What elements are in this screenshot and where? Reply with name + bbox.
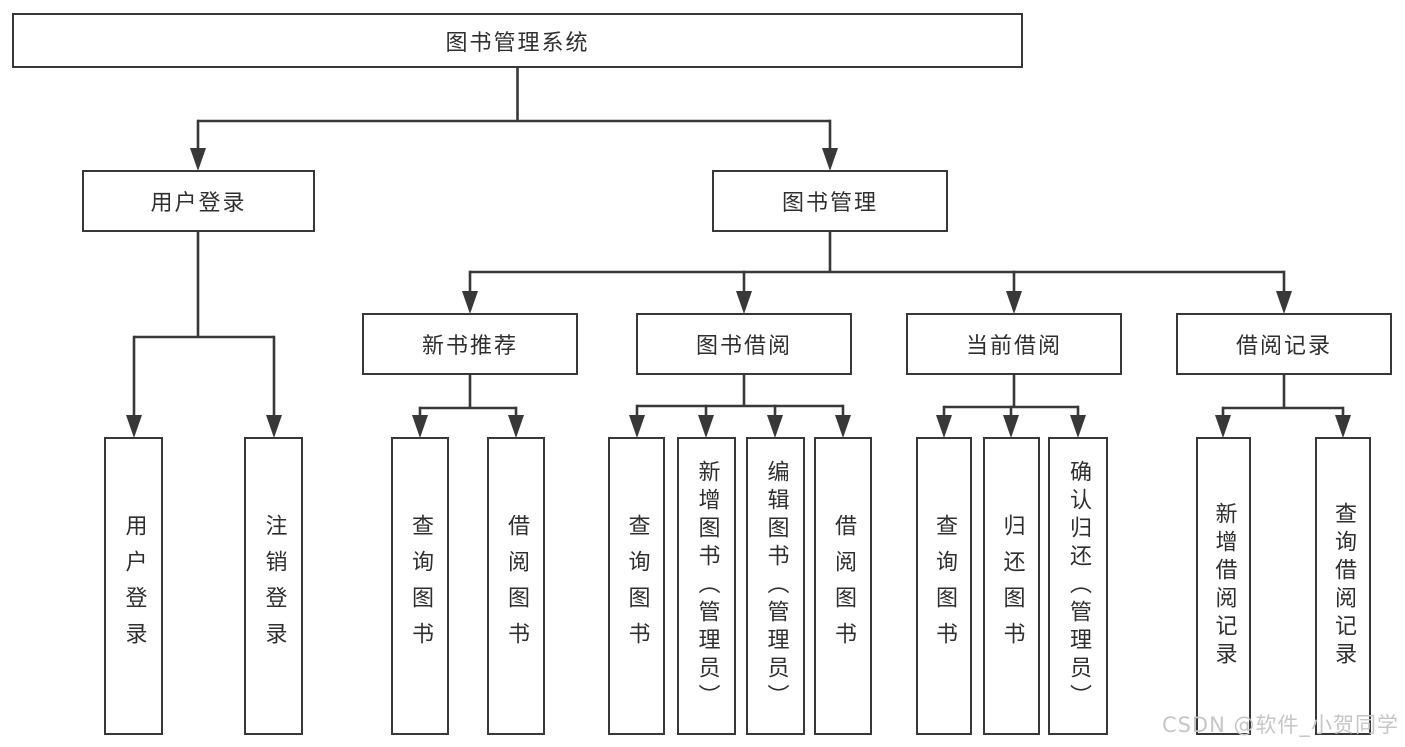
leaf-label: 编辑图书（管理员） bbox=[763, 460, 789, 712]
connector-new-book-to-leaves bbox=[412, 375, 524, 438]
connector-current-borrow-to-leaves bbox=[936, 375, 1086, 438]
arrowhead-icon bbox=[629, 415, 645, 438]
leaf-return-book: 归还图书 bbox=[983, 437, 1040, 735]
connector-root-to-level2 bbox=[190, 68, 838, 171]
arrowhead-icon bbox=[822, 148, 838, 171]
arrowhead-icon bbox=[736, 291, 752, 314]
leaf-label: 查询图书 bbox=[932, 514, 957, 658]
leaf-label: 查询图书 bbox=[624, 514, 650, 658]
connector-user-login-to-leaves bbox=[126, 232, 282, 438]
node-root-system: 图书管理系统 bbox=[12, 13, 1023, 68]
arrowhead-icon bbox=[698, 415, 714, 438]
arrowhead-icon bbox=[1276, 291, 1292, 314]
connector-book-borrow-to-leaves bbox=[629, 375, 851, 438]
node-borrow-record: 借阅记录 bbox=[1176, 313, 1392, 375]
leaf-label: 借阅图书 bbox=[831, 514, 856, 658]
arrowhead-icon bbox=[1070, 415, 1086, 438]
arrowhead-icon bbox=[266, 415, 282, 438]
leaf-label: 确认归还（管理员） bbox=[1066, 460, 1091, 712]
arrowhead-icon bbox=[508, 415, 524, 438]
leaf-label: 新增借阅记录 bbox=[1211, 502, 1237, 670]
arrowhead-icon bbox=[190, 148, 206, 171]
arrowhead-icon bbox=[936, 415, 952, 438]
arrowhead-icon bbox=[412, 415, 428, 438]
leaf-label: 查询借阅记录 bbox=[1331, 502, 1356, 670]
arrowhead-icon bbox=[1215, 415, 1231, 438]
arrowhead-icon bbox=[1003, 415, 1019, 438]
node-new-book-recommend: 新书推荐 bbox=[362, 313, 578, 375]
leaf-query-books-recommend: 查询图书 bbox=[391, 437, 449, 735]
leaf-label: 用户登录 bbox=[121, 514, 147, 658]
connector-borrow-record-to-leaves bbox=[1215, 375, 1351, 438]
csdn-watermark: CSDN @软件_小贺同学 bbox=[1161, 713, 1399, 737]
leaf-label: 注销登录 bbox=[261, 514, 287, 658]
leaf-borrow-books-recommend: 借阅图书 bbox=[487, 437, 545, 735]
leaf-user-login: 用户登录 bbox=[104, 437, 163, 735]
arrowhead-icon bbox=[767, 415, 783, 438]
leaf-confirm-return-admin: 确认归还（管理员） bbox=[1048, 437, 1108, 735]
leaf-query-books-current: 查询图书 bbox=[916, 437, 972, 735]
leaf-label: 归还图书 bbox=[999, 514, 1025, 658]
node-current-borrow: 当前借阅 bbox=[906, 313, 1122, 375]
leaf-logout: 注销登录 bbox=[244, 437, 303, 735]
node-book-borrow: 图书借阅 bbox=[636, 313, 852, 375]
leaf-borrow-books: 借阅图书 bbox=[814, 437, 872, 735]
leaf-edit-book-admin: 编辑图书（管理员） bbox=[746, 437, 805, 735]
leaf-label: 借阅图书 bbox=[504, 514, 529, 658]
leaf-query-borrow-record: 查询借阅记录 bbox=[1315, 437, 1371, 735]
arrowhead-icon bbox=[462, 291, 478, 314]
leaf-add-borrow-record: 新增借阅记录 bbox=[1196, 437, 1251, 735]
node-user-login: 用户登录 bbox=[82, 170, 315, 232]
leaf-label: 查询图书 bbox=[408, 514, 433, 658]
leaf-add-book-admin: 新增图书（管理员） bbox=[677, 437, 736, 735]
arrowhead-icon bbox=[835, 415, 851, 438]
connector-book-mgmt-to-level3 bbox=[462, 232, 1292, 314]
leaf-label: 新增图书（管理员） bbox=[694, 460, 720, 712]
node-book-management: 图书管理 bbox=[712, 170, 948, 232]
arrowhead-icon bbox=[1335, 415, 1351, 438]
arrowhead-icon bbox=[1006, 291, 1022, 314]
arrowhead-icon bbox=[126, 415, 142, 438]
leaf-query-books-borrow: 查询图书 bbox=[608, 437, 665, 735]
